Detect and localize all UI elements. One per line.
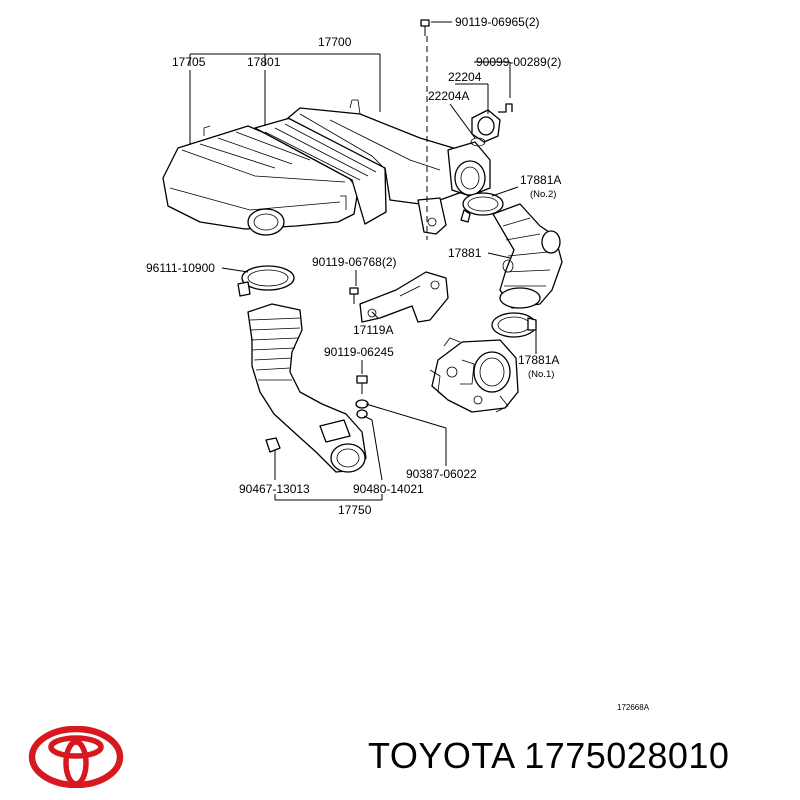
callout-17881A-no1: 17881A [518, 353, 559, 367]
callout-17750: 17750 [338, 503, 372, 517]
bolt-90119-06965 [420, 19, 430, 240]
callout-22204A: 22204A [428, 89, 469, 103]
callout-22204: 22204 [448, 70, 482, 84]
callout-90119-06768: 90119-06768(2) [312, 255, 397, 269]
toyota-logo-icon [28, 726, 124, 788]
callout-17119A: 17119A [353, 323, 393, 337]
air-flow-sensor [470, 103, 513, 147]
callout-17705: 17705 [172, 55, 206, 69]
callout-96111-10900: 96111-10900 [146, 261, 215, 275]
air-cleaner-assembly [162, 99, 491, 236]
callout-90467-13013: 90467-13013 [239, 482, 310, 496]
figure-code: 172668A [617, 703, 650, 712]
air-hose-17881 [492, 203, 563, 309]
hose-clamp-no1 [491, 312, 537, 338]
callout-17700: 17700 [318, 35, 352, 49]
callout-17881: 17881 [448, 246, 482, 260]
throttle-body [429, 337, 519, 413]
callout-17881A-no2: 17881A [520, 173, 561, 187]
bracket-17119A [359, 271, 449, 323]
bolt-90119-06768 [349, 287, 359, 304]
hose-clamp-no2 [460, 192, 504, 223]
leader-lines [189, 21, 537, 501]
inlet-hose-17750 [247, 303, 367, 473]
hose-clamp-96111 [237, 265, 295, 297]
brand-part-number: TOYOTA 1775028010 [368, 735, 730, 776]
callout-17801: 17801 [247, 55, 281, 69]
callout-90387-06022: 90387-06022 [406, 467, 477, 481]
callout-90099-00289: 90099-00289(2) [476, 55, 561, 69]
callout-90119-06245: 90119-06245 [324, 345, 394, 359]
screw-90119-06245 [355, 375, 369, 419]
callout-90119-06965: 90119-06965(2) [455, 15, 540, 29]
callout-90480-14021: 90480-14021 [353, 482, 424, 496]
callout-no1: (No.1) [528, 369, 554, 380]
callout-no2: (No.2) [530, 189, 556, 200]
